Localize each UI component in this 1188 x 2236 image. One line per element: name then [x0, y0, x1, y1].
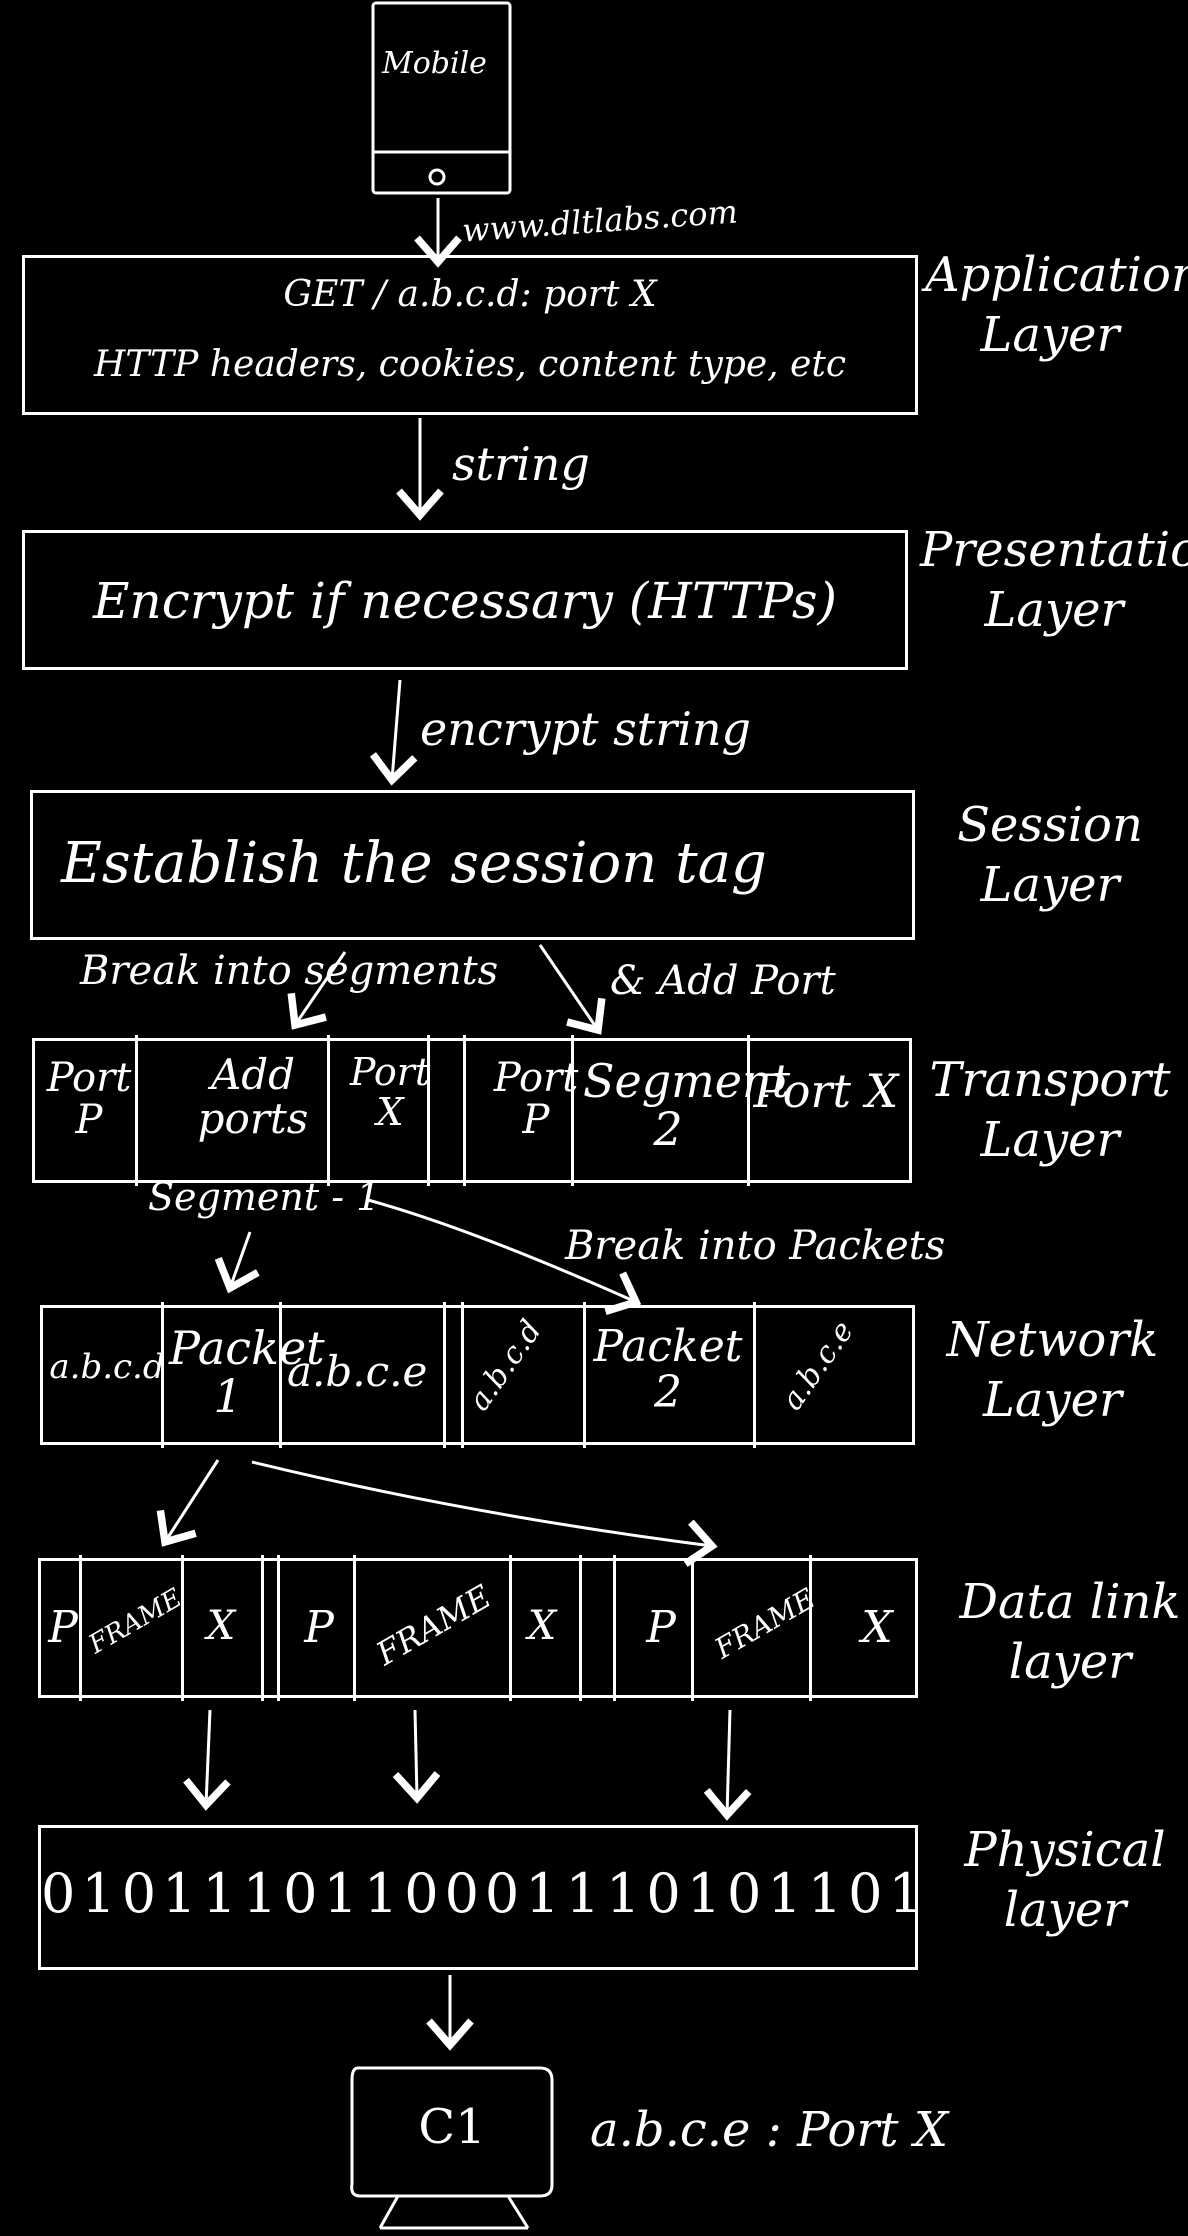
application-box: GET / a.b.c.d: port X HTTP headers, cook… [22, 255, 918, 415]
session-text: Establish the session tag [61, 831, 767, 896]
mobile-label: Mobile [382, 46, 487, 81]
computer-label: C1 [418, 2099, 486, 2155]
layer-label-line1: Application [925, 247, 1188, 303]
network-divider [279, 1302, 282, 1448]
layer-label-line1: Physical [964, 1822, 1166, 1878]
network-cell: a.b.c.d [49, 1347, 165, 1387]
physical-bits: 0101110110001110101101 [41, 1862, 929, 1925]
transport-divider [327, 1035, 330, 1186]
transport-divider [747, 1035, 750, 1186]
arrow-segments-left [287, 951, 347, 1030]
datalink-divider [509, 1555, 512, 1701]
datalink-divider [181, 1555, 184, 1701]
datalink-cell: FRAME [83, 1583, 188, 1661]
datalink-divider [691, 1555, 694, 1701]
layer-label-line1: Session [957, 797, 1143, 853]
layer-label-line2: layer [1008, 1634, 1132, 1690]
presentation-layer-label: Presentation Layer [920, 520, 1188, 640]
network-cell: a.b.c.e [287, 1347, 428, 1396]
datalink-cell: X [527, 1603, 557, 1649]
datalink-cell: X [206, 1603, 236, 1649]
encrypt-string-label: encrypt string [420, 702, 752, 756]
application-request: GET / a.b.c.d: port X [283, 274, 657, 315]
network-divider [583, 1302, 586, 1448]
arrow-segments-right [538, 944, 606, 1035]
physical-layer-label: Physical layer [945, 1820, 1185, 1940]
datalink-cell: P [646, 1602, 676, 1653]
network-cell: Packet 2 [593, 1321, 743, 1419]
datalink-cell: P [48, 1602, 78, 1653]
arrow-packet-to-frame-right [251, 1460, 718, 1567]
transport-cell: Port X [753, 1064, 899, 1118]
datalink-layer-label: Data link layer [955, 1572, 1185, 1692]
network-layer-label: Network Layer [930, 1310, 1175, 1430]
datalink-divider [353, 1555, 356, 1701]
physical-box: 0101110110001110101101 [38, 1825, 929, 1970]
arrow-to-packet2 [367, 1198, 642, 1315]
layer-label-line2: Layer [983, 1372, 1122, 1428]
datalink-divider [809, 1555, 812, 1701]
datalink-divider [579, 1555, 582, 1701]
segment1-note: Segment - 1 [148, 1175, 381, 1219]
layer-label-line2: Layer [980, 307, 1120, 363]
arrow-presentation-to-session [369, 679, 418, 786]
layer-label-line2: Layer [980, 857, 1120, 913]
network-divider [443, 1302, 446, 1448]
add-port-note: & Add Port [610, 958, 836, 1004]
network-divider [461, 1302, 464, 1448]
network-cell: a.b.c.e [774, 1314, 861, 1417]
datalink-cell: P [304, 1602, 334, 1653]
layer-label-line2: layer [1003, 1882, 1127, 1938]
datalink-cell: FRAME [369, 1577, 498, 1673]
layer-label-line1: Network [946, 1312, 1159, 1368]
presentation-box: Encrypt if necessary (HTTPs) [22, 530, 908, 670]
application-headers: HTTP headers, cookies, content type, etc [94, 344, 846, 385]
datalink-cell: FRAME [709, 1581, 821, 1666]
session-layer-label: Session Layer [925, 795, 1175, 915]
network-cell: Packet 1 [169, 1321, 325, 1424]
application-layer-label: Application Layer [925, 245, 1188, 365]
datalink-divider [613, 1555, 616, 1701]
arrows-datalink-to-physical [183, 1709, 752, 1821]
transport-cell: Add ports [197, 1050, 309, 1144]
computer-icon [350, 2066, 554, 2230]
datalink-cell: X [861, 1602, 893, 1653]
presentation-text: Encrypt if necessary (HTTPs) [93, 572, 837, 630]
layer-label-line2: Layer [980, 1112, 1120, 1168]
transport-divider [463, 1035, 466, 1186]
transport-divider [571, 1035, 574, 1186]
transport-layer-label: Transport Layer [925, 1050, 1175, 1170]
transport-divider [135, 1035, 138, 1186]
transport-cell: Port P [493, 1055, 579, 1143]
string-label: string [452, 437, 590, 491]
layer-label-line2: Layer [984, 582, 1124, 638]
network-divider [161, 1302, 164, 1448]
session-box: Establish the session tag [30, 790, 915, 940]
destination-label: a.b.c.e : Port X [590, 2102, 949, 2158]
break-packets-note: Break into Packets [565, 1223, 946, 1269]
network-divider [753, 1302, 756, 1448]
arrow-segment1-to-packet1 [214, 1231, 260, 1294]
transport-cell: Port X [349, 1050, 431, 1134]
layer-label-line1: Presentation [920, 522, 1188, 578]
network-cell: a.b.c.d [461, 1313, 549, 1418]
datalink-divider [277, 1555, 280, 1701]
layer-label-line1: Transport [929, 1052, 1171, 1108]
mobile-icon [371, 1, 512, 195]
transport-cell: Port P [46, 1055, 132, 1143]
break-segments-note: Break into segments [80, 948, 499, 994]
datalink-divider [261, 1555, 264, 1701]
layer-label-line1: Data link [959, 1574, 1181, 1630]
transport-divider [427, 1035, 430, 1186]
arrow-packet1-to-frame [156, 1459, 220, 1547]
transport-cell: Segment 2 [583, 1054, 791, 1157]
datalink-divider [79, 1555, 82, 1701]
